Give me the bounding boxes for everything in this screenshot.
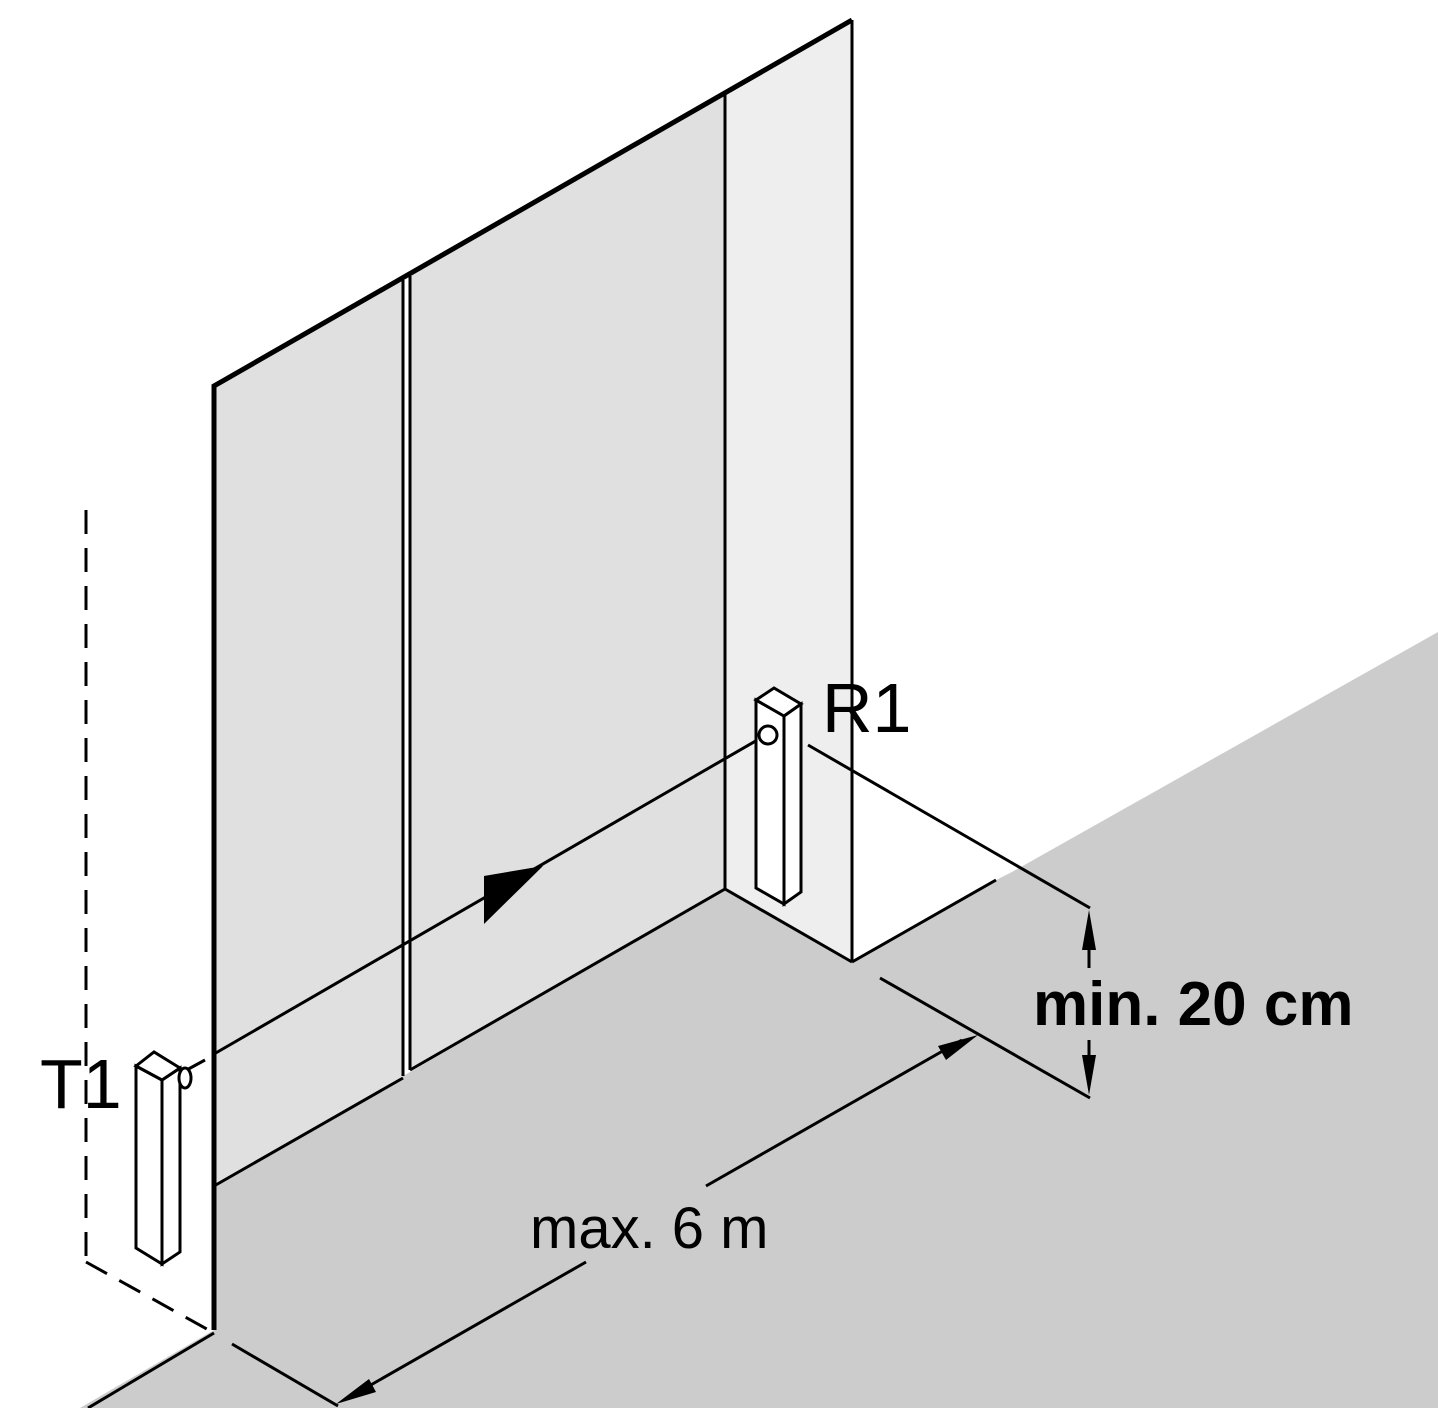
distance-arrow-right-icon (938, 1035, 978, 1060)
door-panel-right (410, 94, 725, 1070)
height-arrow-up-icon (1082, 910, 1096, 950)
height-label: min. 20 cm (1033, 970, 1353, 1039)
distance-line-upper (705, 1038, 963, 1188)
distance-label: max. 6 m (530, 1196, 769, 1261)
floor-edge-diagonal (231, 1342, 339, 1408)
t1-photocell-side (160, 1065, 182, 1267)
height-extension-top (807, 743, 1091, 910)
door-bottom-edge-left (213, 1076, 404, 1188)
wall-floor-edge (851, 878, 997, 964)
door-top-edge (211, 17, 854, 1330)
r1-photocell-top (753, 686, 804, 718)
floor-edge-front (87, 1331, 215, 1408)
floor (80, 632, 1438, 1408)
t1-lens-icon (177, 1066, 193, 1090)
t1-photocell-front (134, 1063, 164, 1267)
r1-photocell-side (782, 701, 803, 907)
beam-arrow (484, 866, 543, 924)
door-panel-left (214, 278, 403, 1186)
height-arrow-down-icon (1082, 1055, 1096, 1095)
door-bottom-edge-right (409, 887, 726, 1072)
height-extension-bottom (879, 976, 1091, 1100)
dashed-floor-line (85, 1260, 215, 1335)
t1-photocell-top (133, 1050, 183, 1082)
t1-label: T1 (40, 1045, 122, 1123)
r1-lens-icon (757, 724, 779, 746)
distance-arrow-left-icon (336, 1379, 376, 1404)
jamb-bottom-edge (724, 887, 853, 964)
distance-line-lower (347, 1260, 587, 1400)
r1-label: R1 (822, 669, 911, 747)
